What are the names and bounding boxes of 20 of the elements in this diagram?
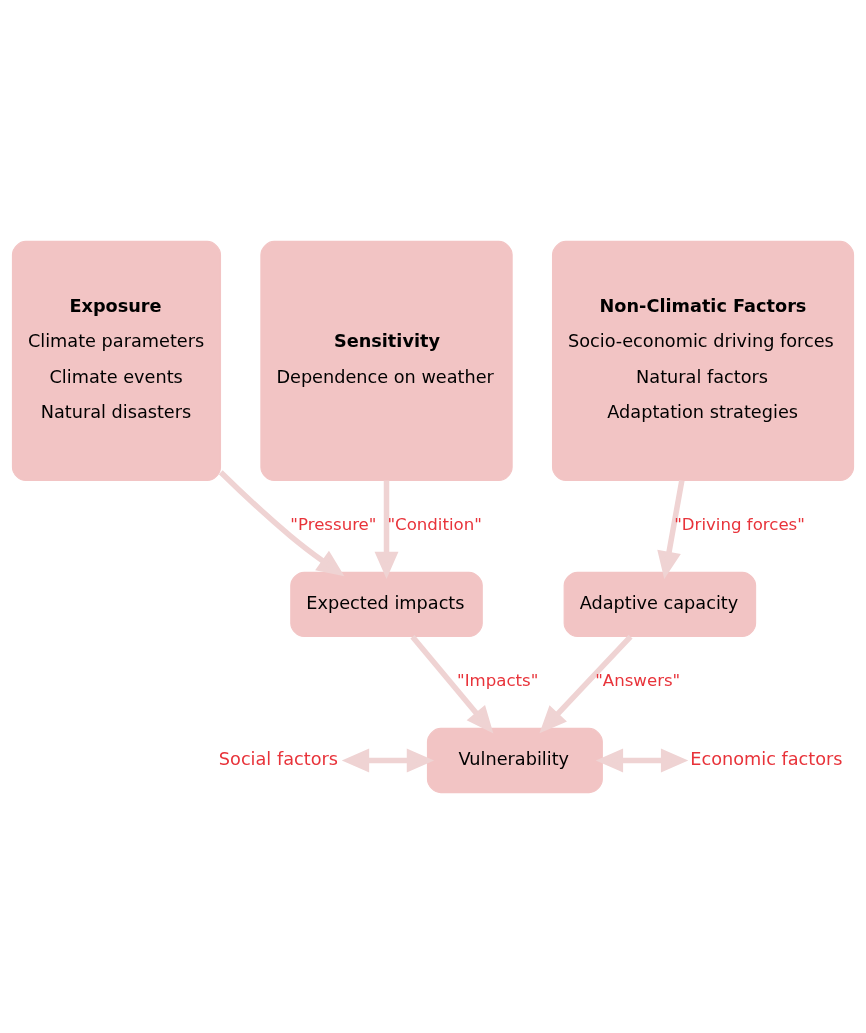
edge-label: "Driving forces" (674, 514, 805, 534)
arrow (410, 634, 494, 734)
node-box: Expected impacts (290, 571, 483, 637)
arrow (341, 748, 435, 772)
node-box: Sensitivity Dependence on weather (260, 240, 513, 481)
edge-label: "Condition" (387, 514, 482, 534)
arrow (374, 480, 399, 579)
edge-label: "Impacts" (457, 670, 539, 690)
edge-label: "Answers" (595, 670, 681, 690)
node-box: Adaptive capacity (563, 571, 757, 637)
node-box: Vulnerability (426, 727, 603, 793)
arrow (539, 634, 633, 733)
arrow (657, 479, 685, 579)
node-text: Economic factors (690, 748, 843, 769)
node-box: Non-Climatic Factors Socio-economic driving forces Natural factors Adaptation strategies (551, 240, 855, 481)
node-text: Social factors (218, 748, 338, 769)
arrow (595, 748, 689, 772)
edge-label: "Pressure" (290, 514, 377, 534)
node-box: Exposure Climate parameters Climate events Natural disasters (11, 240, 222, 481)
arrow (218, 469, 345, 576)
